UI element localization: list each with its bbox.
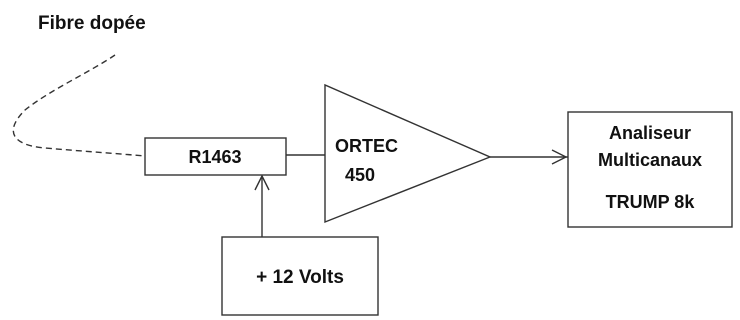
- supply-box: [221, 236, 379, 316]
- amplifier-label-line1: ORTEC: [335, 136, 398, 156]
- fiber-label: Fibre dopée: [38, 13, 146, 34]
- analyzer-box: [567, 111, 733, 228]
- analyzer-label-line1: Analiseur: [609, 123, 691, 143]
- pmt-label: R1463: [188, 147, 241, 167]
- arrow-head-up-icon: [254, 174, 270, 191]
- amplifier-label-line2: 450: [345, 165, 375, 185]
- analyzer-label-line2: Multicanaux: [598, 150, 702, 170]
- amplifier-triangle: [324, 83, 492, 224]
- supply-label: + 12 Volts: [256, 267, 344, 288]
- pmt-box: [144, 137, 287, 176]
- arrow-head-right-icon: [551, 149, 568, 165]
- analyzer-label-line3: TRUMP 8k: [606, 192, 696, 212]
- doped-fiber-line: [12, 54, 146, 157]
